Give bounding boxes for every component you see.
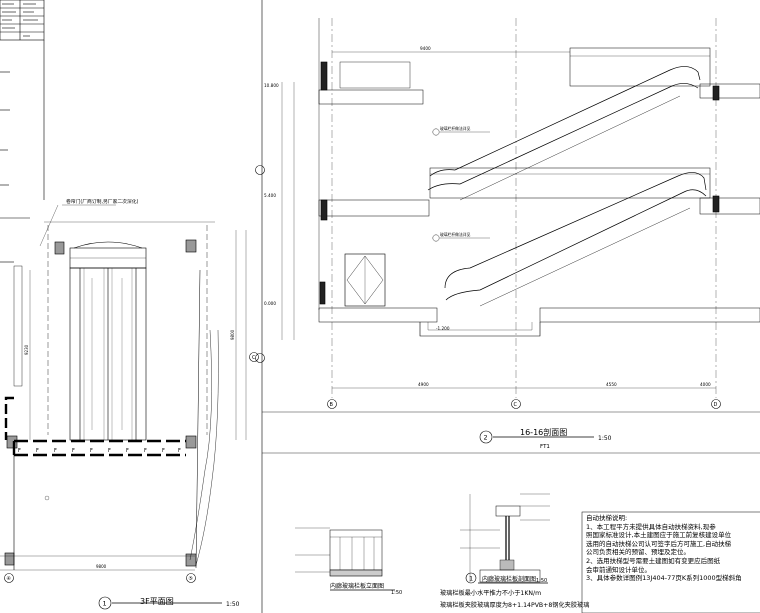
detail-title: 内廊玻璃栏板剖面图	[482, 575, 536, 583]
section-number: 2	[484, 434, 488, 442]
glass-mark: F	[90, 448, 93, 454]
glass-mark: F	[144, 448, 147, 454]
notes-box	[581, 511, 760, 613]
glass-mark: F	[108, 448, 111, 454]
plan-title-number	[98, 596, 112, 610]
glass-mark: F	[72, 448, 75, 454]
plan-axis-left: ④	[7, 576, 12, 582]
section-dim: 4550	[606, 382, 617, 387]
detail-number: 1	[469, 575, 473, 583]
detail-scale: 1:50	[536, 578, 547, 584]
glass-marks: F F F F F F F F F F	[18, 448, 181, 454]
notes-heading: 自动扶梯说明:	[586, 514, 628, 522]
plan-view	[0, 204, 259, 583]
level-label: -1.200	[436, 326, 450, 331]
plan-bottom-dim: 9800	[96, 564, 107, 569]
glass-mark: F	[162, 448, 165, 454]
level-label: 10.800	[264, 83, 279, 88]
section-callout: 玻璃栏杆做法详见	[440, 126, 471, 131]
section-subtitle: FT1	[540, 444, 550, 450]
glass-mark: F	[178, 448, 181, 454]
level-label: 5.400	[264, 193, 276, 198]
plan-axis-mid: C	[252, 355, 256, 361]
note-line: 3、具体参数详图例13J404-77页K系列1000型梯斜角	[586, 574, 742, 583]
escalator-notes: 自动扶梯说明: 1、本工程平方未提供具体自动扶梯资料,现参 照国家标准设计,本土…	[586, 514, 758, 583]
section-axis: B	[330, 402, 334, 408]
plan-left-dim: 9230	[24, 344, 29, 355]
railing-section-detail	[460, 493, 550, 584]
glass-mark: F	[18, 448, 21, 454]
section-axis: D	[714, 402, 718, 408]
section-dim-top: 9400	[420, 46, 431, 51]
section-scale: 1:50	[598, 435, 612, 442]
section-view	[255, 18, 760, 409]
elevation-title: 内廊玻璃栏板立面图	[330, 582, 384, 590]
detail-line2: 玻璃栏板夹胶玻璃厚度为8+1.14PVB+8钢化夹胶玻璃	[440, 601, 589, 609]
plan-scale: 1:50	[226, 601, 240, 608]
legend-table	[0, 0, 45, 200]
railing-elevation	[295, 527, 395, 591]
plan-note: 卷帘门(厂商订制,另厂家二次深化)	[66, 198, 139, 205]
elevation-scale: 1:50	[391, 590, 402, 596]
note-line: 照国家标准设计,本土建图应于施工前复核建设单位	[586, 531, 732, 540]
note-line: 1、本工程平方未提供具体自动扶梯资料,现参	[586, 522, 716, 531]
note-line: 2、选用扶梯型号需要土建图如有变更应后图纸	[586, 556, 721, 565]
note-line: 会审前通知设计单位。	[586, 565, 651, 574]
plan-right-dim: 9800	[230, 329, 235, 340]
note-line: 公司负责相关的预留、预埋及定位。	[586, 548, 690, 557]
level-label: 0.000	[264, 301, 276, 306]
plan-number: 1	[103, 600, 107, 608]
section-dim: 4000	[700, 382, 711, 387]
plan-axis-right: ⑤	[189, 576, 193, 582]
glass-mark: F	[126, 448, 129, 454]
glass-mark: F	[54, 448, 57, 454]
section-dim: 4900	[418, 382, 429, 387]
plan-title: 3F平面图	[140, 597, 174, 606]
section-callout: 玻璃栏杆做法详见	[440, 232, 471, 237]
section-title: 16-16剖面图	[520, 427, 567, 437]
glass-mark: F	[36, 448, 39, 454]
detail-line1: 玻璃栏板最小水平推力不小于1KN/m	[440, 589, 541, 597]
section-axis: C	[514, 402, 518, 408]
note-line: 选用的自动扶梯公司认可签字后方可施工,自动扶梯	[586, 539, 732, 548]
